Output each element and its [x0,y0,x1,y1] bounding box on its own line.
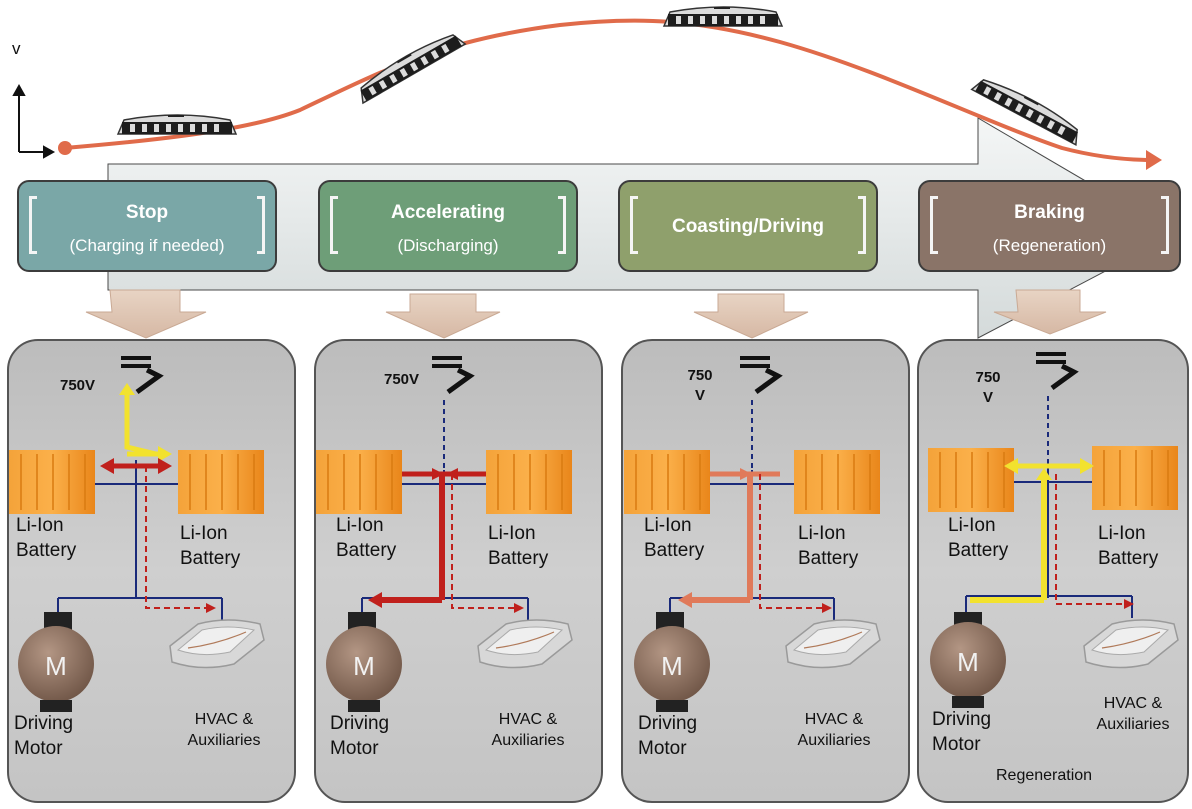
circuit-accelerating [315,356,573,712]
down-arrow-icon [993,289,1107,335]
velocity-axes [12,83,56,159]
speed-curve [64,18,1153,162]
motor-icon [18,626,94,702]
phase-title: Accelerating [390,202,506,223]
panel-accelerating [314,339,603,803]
tram-icon [663,6,783,27]
battery-icon [485,449,573,515]
tram-icon [352,26,467,105]
battery-icon [927,447,1015,513]
phase-coasting: Coasting/Driving [618,180,878,272]
panel-coasting [621,339,910,803]
phase-subtitle: (Discharging) [397,236,499,255]
speed-curve-arrowhead [1146,150,1162,170]
battery-icon [177,449,265,515]
down-arrow-icon [85,289,207,339]
phase-accelerating: Accelerating (Discharging) [318,180,578,272]
battery-icon [8,449,96,515]
down-arrow-icon [385,293,501,339]
circuit-braking [927,352,1179,708]
down-arrow-icon [693,293,809,339]
speed-curve-start [58,141,72,155]
phase-braking: Braking (Regeneration) [918,180,1181,272]
motor-icon [634,626,710,702]
motor-icon [930,622,1006,698]
panel-stop [7,339,296,803]
battery-icon [315,449,403,515]
battery-icon [1091,445,1179,511]
battery-icon [623,449,711,515]
phase-title: Coasting/Driving [671,216,824,237]
phase-stop: Stop (Charging if needed) [17,180,277,272]
tram-icon [117,114,237,135]
phase-title: Braking [1014,202,1085,223]
phase-subtitle: (Charging if needed) [69,236,225,255]
panel-braking [917,339,1189,803]
phase-title: Stop [125,202,169,223]
phase-subtitle: (Regeneration) [992,236,1107,255]
circuit-stop [8,356,265,712]
circuit-coasting [623,356,881,712]
motor-icon [326,626,402,702]
battery-icon [793,449,881,515]
